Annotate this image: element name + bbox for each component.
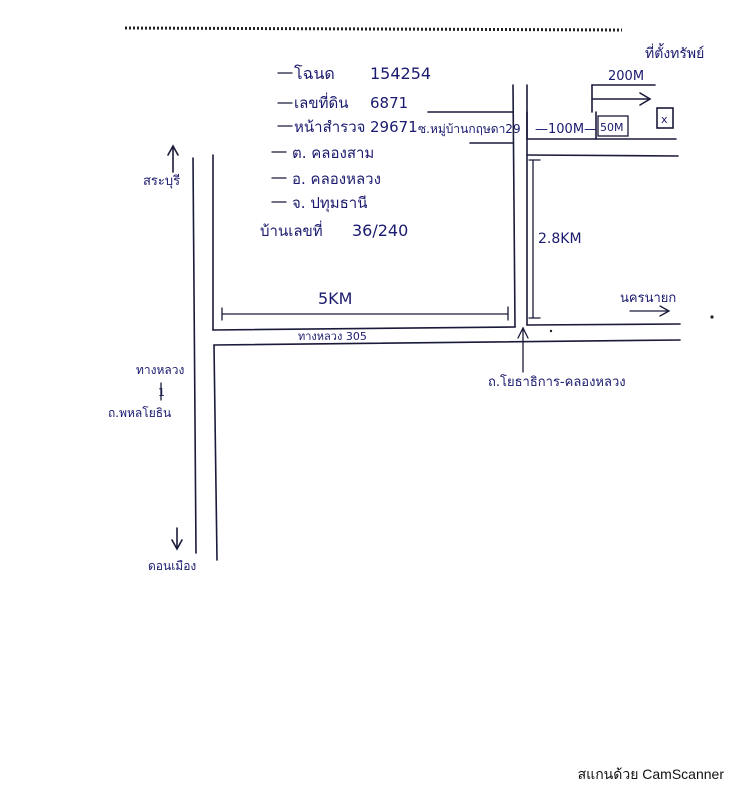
deed-label: โฉนด [294, 64, 335, 83]
subdistrict: ต. คลองสาม [292, 144, 374, 162]
province: จ. ปทุมธานี [292, 194, 367, 213]
highway-305-road [212, 323, 681, 346]
soi-label: ซ.หมู่บ้านกฤษดา29 [418, 122, 521, 137]
nakhon-nayok-label: นครนายก [620, 291, 676, 306]
soi-road [427, 111, 679, 157]
land-no-label: เลขที่ดิน [294, 92, 348, 112]
house-no-label: บ้านเลขที่ [260, 220, 323, 240]
survey-value: 29671 [370, 118, 418, 136]
dist-100m: —100M— [535, 122, 597, 137]
dist-50m: 50M [600, 121, 624, 134]
highway-305-label: ทางหลวง 305 [298, 330, 367, 343]
north-direction-label: สระบุรี [143, 173, 180, 189]
south-direction-label: ดอนเมือง [148, 559, 196, 573]
land-no-value: 6871 [370, 94, 408, 112]
arrow-200m [591, 84, 656, 113]
house-no-value: 36/240 [352, 221, 408, 240]
property-label: ที่ตั้งทรัพย์ [645, 43, 704, 62]
main-road-label-line2: ถ.พหลโยธิน [108, 406, 171, 420]
dist-5km: 5KM [318, 289, 352, 308]
deed-value: 154254 [370, 64, 431, 83]
junction-road-label: ถ.โยธาธิการ-คลองหลวง [488, 374, 626, 390]
main-road-label-line1: ทางหลวง [136, 363, 184, 377]
measure-2-8km [528, 159, 541, 319]
measure-5km [221, 306, 509, 321]
dist-200m: 200M [608, 69, 644, 84]
phahonyothin-road [192, 154, 218, 561]
dotted-header-line [124, 26, 623, 32]
district: อ. คลองหลวง [292, 170, 381, 188]
property-marker: x [661, 113, 668, 126]
dot-mark-2 [549, 329, 553, 333]
dist-2-8km: 2.8KM [538, 231, 582, 247]
box-50m [597, 115, 629, 137]
dot-mark [710, 315, 714, 319]
property-info-block: โฉนด 154254 เลขที่ดิน 6871 หน้าสำรวจ 296… [260, 64, 431, 240]
property-box [656, 107, 674, 129]
scanner-watermark: สแกนด้วย CamScanner [577, 766, 724, 782]
survey-label: หน้าสำรวจ [294, 118, 365, 136]
